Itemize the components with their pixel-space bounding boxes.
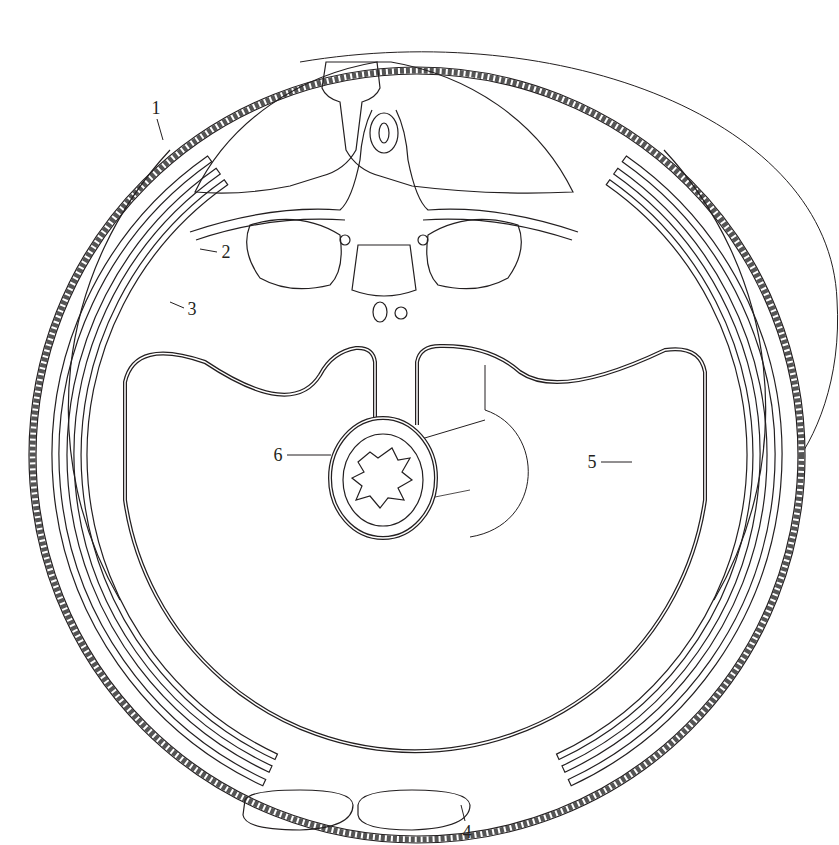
callout-number: 1 (150, 98, 163, 118)
gut-wall (330, 418, 436, 538)
lateral-lobe (427, 219, 522, 288)
vessel (395, 307, 407, 319)
leader-line (461, 805, 465, 821)
body-wall (29, 67, 805, 843)
coelom-lining (125, 346, 705, 751)
leader-line (200, 249, 217, 252)
leader-lines (157, 119, 632, 821)
aorta (373, 302, 387, 322)
small-vessel (418, 235, 428, 245)
muscle-layer (664, 150, 766, 600)
leader-line (601, 462, 632, 463)
gut-wall (330, 418, 436, 538)
dorsal-muscle (322, 62, 573, 193)
body-wall-pattern (33, 71, 802, 840)
gut-lumen (352, 448, 412, 508)
leader-line (287, 455, 331, 456)
neural-arch (190, 110, 372, 232)
body-wall-inner (36, 74, 798, 836)
callout-number: 2 (220, 242, 233, 262)
ventral-muscle (358, 790, 470, 830)
neural-arch (423, 219, 572, 240)
muscle-layer (557, 180, 753, 760)
coelom-lining (125, 346, 705, 751)
callout-number: 4 (461, 822, 474, 842)
callout-number: 6 (272, 445, 285, 465)
leader-line (157, 119, 163, 140)
mesentery-fold (418, 365, 528, 537)
callout-number: 3 (186, 299, 199, 319)
neural-arch (196, 219, 345, 240)
muscle-layer (81, 180, 277, 760)
muscle-layer (68, 150, 170, 600)
vertebral-body (352, 245, 416, 296)
neural-tube (370, 113, 398, 153)
neural-arch (396, 110, 578, 232)
small-vessel (340, 235, 350, 245)
dorsal-muscle (195, 62, 380, 193)
ventral-muscle (243, 790, 353, 830)
callout-number: 5 (586, 452, 599, 472)
leader-line (170, 302, 184, 308)
neural-canal (379, 123, 389, 143)
gut-mucosa (343, 434, 423, 526)
coelom-lining (125, 346, 705, 751)
lateral-lobe (247, 219, 342, 288)
